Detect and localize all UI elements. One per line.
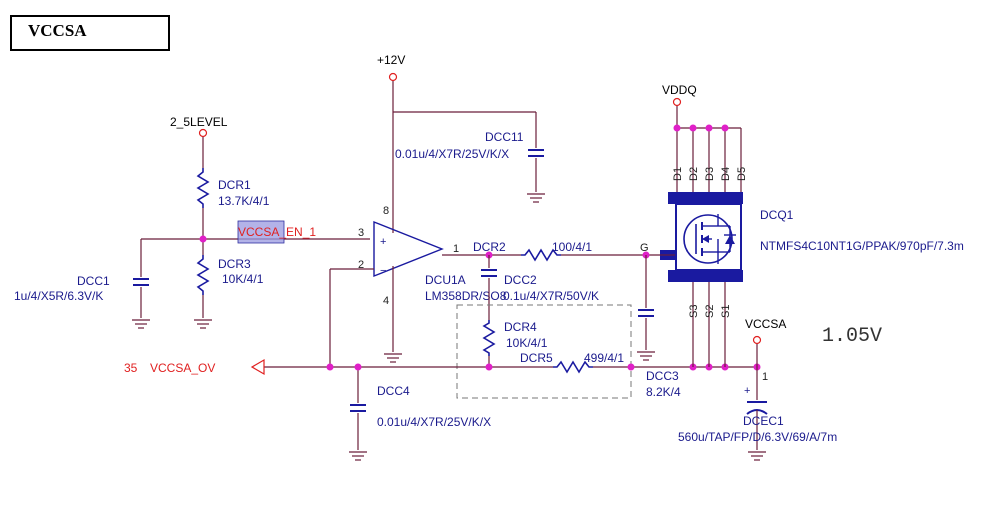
source-s3: S3 [688,305,700,318]
dcu1a-value: LM358DR/SO8 [425,289,507,303]
gate-capacitor [638,309,654,317]
dcu1a-ref: DCU1A [425,273,466,287]
opamp-pin8: 8 [383,205,389,217]
dcc4-ref: DCC4 [377,384,410,398]
title: VCCSA [28,21,87,40]
drain-d5: D5 [736,167,748,181]
drain-d2: D2 [688,167,700,181]
dcr1-ref: DCR1 [218,178,251,192]
dcr2-ref: DCR2 [473,240,506,254]
dcc11-capacitor [528,149,544,157]
dcr2-resistor [521,248,561,262]
dcr4-ref: DCR4 [504,320,537,334]
dcec1-value: 560u/TAP/FP/D/6.3V/69/A/7m [678,430,837,444]
ov-arrow [250,358,265,376]
dcc11-ref: DCC11 [485,130,524,144]
vddq-label: VDDQ [662,83,697,97]
en-net-label: VCCSA_EN_1 [238,225,316,239]
mosfet-drain-leads [676,128,742,192]
opamp-pin1: 1 [453,243,459,255]
opamp-pin4: 4 [383,295,389,307]
opamp-minus: − [380,265,386,277]
vddq-port [672,97,682,107]
dcc3-value: 8.2K/4 [646,385,681,399]
dcq1-value: NTMFS4C10NT1G/PPAK/970pF/7.3m [760,239,964,253]
dcr4-resistor [482,320,496,356]
dcr1-value: 13.7K/4/1 [218,194,270,208]
dcc1-ref: DCC1 [77,274,110,288]
dcr3-value: 10K/4/1 [222,272,264,286]
en-net-highlight [237,220,285,244]
drain-d4: D4 [720,167,732,181]
dcc3-ref: DCC3 [646,369,679,383]
mosfet-source-leads [692,282,726,367]
voltage-note: 1.05V [822,325,882,348]
opamp-pin2: 2 [358,259,364,271]
gate-pin-label: G [640,242,649,254]
source-s1: S1 [720,305,732,318]
dcu1a-opamp [373,220,444,278]
dcq1-ref: DCQ1 [760,208,794,222]
dcec1-plus: + [744,385,750,397]
p12v-port [388,72,398,82]
opamp-pin3: 3 [358,227,364,239]
dcr5-ref: DCR5 [520,351,553,365]
drain-d1: D1 [672,167,684,181]
opamp-plus: + [380,236,386,248]
dcc2-value: 0.1u/4/X7R/50V/K [503,289,599,303]
drain-d3: D3 [704,167,716,181]
dcec1-ref: DCEC1 [743,414,784,428]
dcr5-value: 499/4/1 [584,351,624,365]
dcc2-ref: DCC2 [504,273,537,287]
dcc1-capacitor [133,278,149,286]
ov-num: 35 [124,361,138,375]
ov-label: VCCSA_OV [150,361,215,375]
p12v-label: +12V [377,53,405,67]
source-s2: S2 [704,305,716,318]
dcq1-mosfet [660,192,743,282]
vccsa-label: VCCSA [745,317,786,331]
dcr3-resistor [196,255,210,295]
level-label: 2_5LEVEL [170,115,228,129]
dcc4-capacitor [350,404,366,412]
vccsa-port [752,335,762,345]
dcec1-pin1: 1 [762,371,768,383]
dcc11-value: 0.01u/4/X7R/25V/K/X [395,147,509,161]
dcc4-value: 0.01u/4/X7R/25V/K/X [377,415,491,429]
dcr5-resistor [553,360,593,374]
dcr3-ref: DCR3 [218,257,251,271]
title-box [10,15,170,51]
level-port [198,128,208,138]
dcc2-capacitor [481,269,497,277]
dcr1-resistor [196,168,210,208]
compensation-group-box [456,304,632,399]
dcr4-value: 10K/4/1 [506,336,548,350]
dcr2-value: 100/4/1 [552,240,592,254]
dcc1-value: 1u/4/X5R/6.3V/K [14,289,103,303]
